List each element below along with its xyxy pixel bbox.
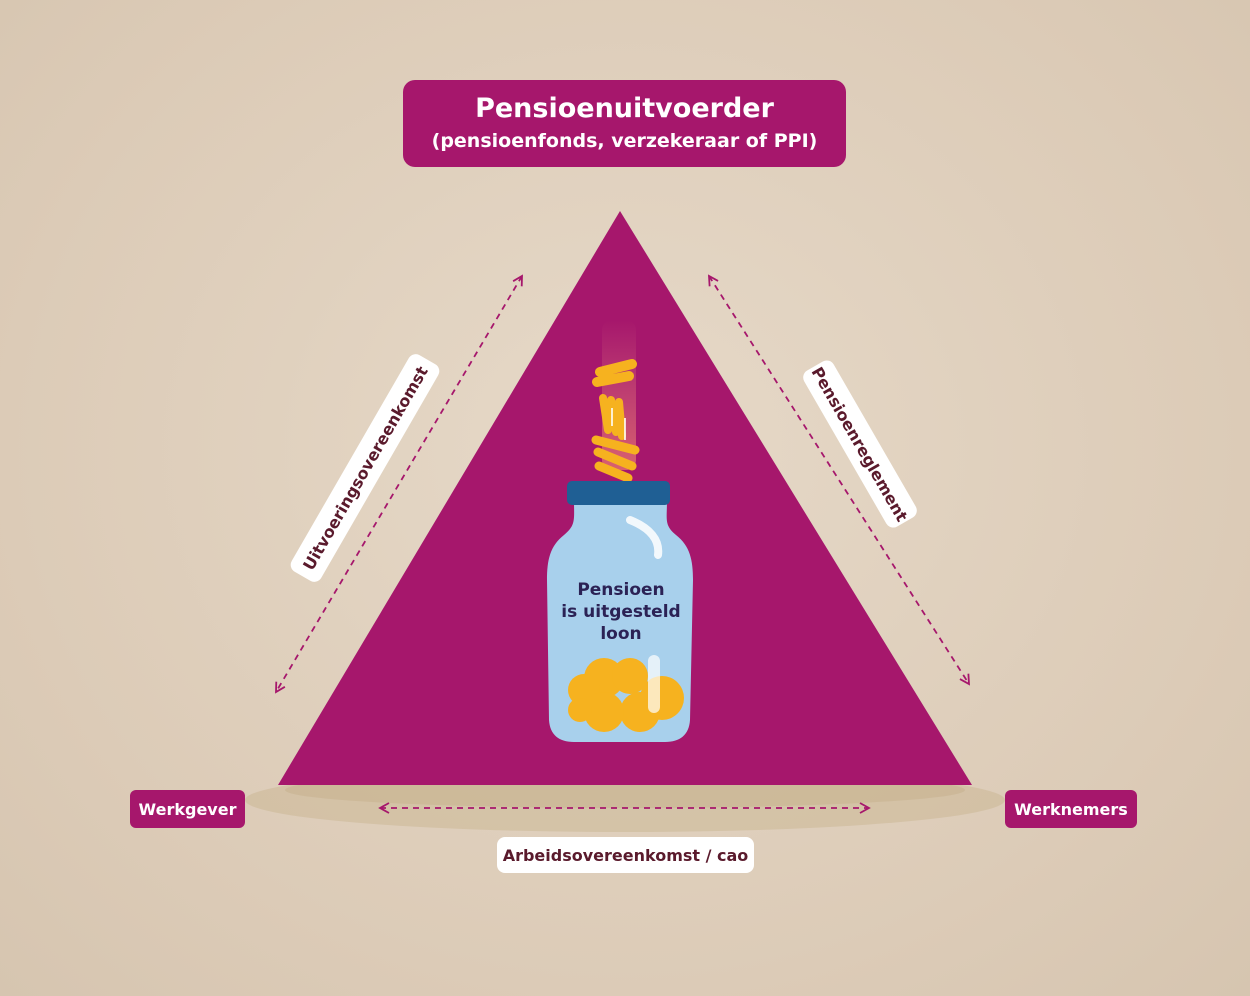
savings-jar-icon (547, 481, 693, 742)
falling-coins-icon (591, 359, 640, 483)
jar-label: Pensioen is uitgesteld loon (550, 579, 692, 645)
pension-provider-title: Pensioenuitvoerder (475, 93, 774, 124)
pension-provider-subtitle: (pensioenfonds, verzekeraar of PPI) (431, 130, 818, 152)
jar-label-line2: is uitgesteld (561, 602, 681, 622)
employer-label: Werkgever (130, 790, 245, 828)
jar-label-line1: Pensioen (577, 580, 665, 600)
pension-provider-box: Pensioenuitvoerder (pensioenfonds, verze… (403, 80, 846, 167)
relation-label-bottom: Arbeidsovereenkomst / cao (497, 837, 754, 873)
arrow-left (275, 274, 523, 694)
arrow-right (708, 274, 970, 686)
employees-label: Werknemers (1005, 790, 1137, 828)
jar-label-line3: loon (600, 624, 642, 644)
